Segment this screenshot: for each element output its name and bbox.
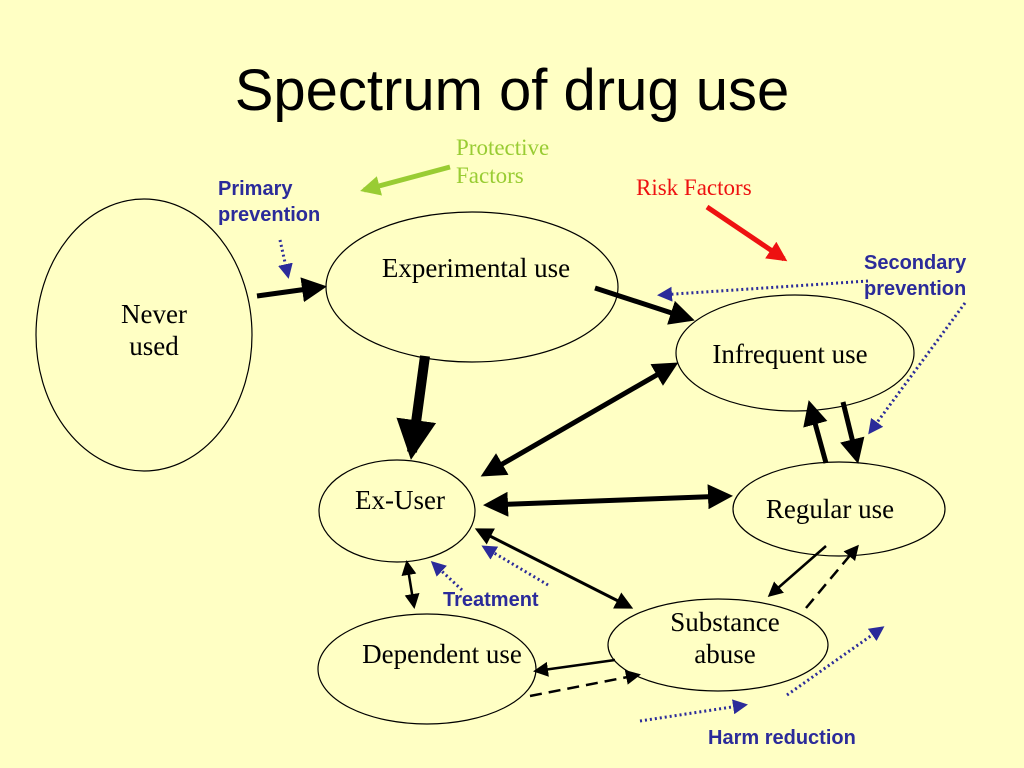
ex-user-label: Ex-User <box>355 485 445 515</box>
arrow-regular-to-infrequent <box>803 400 829 464</box>
arrow-experimental-to-exuser <box>396 355 437 460</box>
regular-use-node <box>732 461 946 557</box>
arrow-exuser-dependent <box>401 560 420 609</box>
arrow-substance-to-dependent <box>533 658 616 677</box>
ex-user-node <box>318 459 476 563</box>
substance-abuse-node <box>607 598 829 692</box>
experimental-use-label: Experimental use <box>381 253 571 283</box>
harm-reduction-label: Harm reduction <box>708 727 856 749</box>
treatment-label: Treatment <box>443 589 539 611</box>
substance-abuse-label: Substance abuse <box>670 607 780 670</box>
primary-prevention-arrow <box>278 239 293 279</box>
regular-use-label: Regular use <box>765 494 895 524</box>
protective-factors-arrow <box>360 164 451 196</box>
arrow-substance-to-regular-dashed <box>805 544 859 609</box>
arrow-exuser-infrequent <box>480 362 679 477</box>
arrow-regular-to-substance <box>767 545 827 597</box>
experimental-use-node <box>325 211 619 363</box>
infrequent-use-label: Infrequent use <box>712 339 868 369</box>
treatment-arrow-exuser <box>481 545 549 587</box>
slide-title: Spectrum of drug use <box>234 58 790 123</box>
arrow-exuser-substance <box>474 528 634 609</box>
risk-factors-label: Risk Factors <box>636 175 752 200</box>
arrow-never-to-experimental <box>256 277 327 303</box>
arrow-exuser-regular <box>483 484 733 517</box>
harm-reduction-arrow-bottom <box>639 699 748 723</box>
never-used-label: Never used <box>121 299 187 362</box>
protective-factors-label: Protective Factors <box>456 135 550 188</box>
treatment-arrow-dependent <box>430 560 464 592</box>
secondary-prevention-arrow-down <box>868 302 967 435</box>
dependent-use-label: Dependent use <box>362 639 522 669</box>
arrow-infrequent-to-regular <box>840 401 865 464</box>
infrequent-use-node <box>675 294 915 412</box>
arrow-experimental-to-infrequent <box>594 285 695 325</box>
secondary-prevention-label: Secondary prevention <box>864 252 967 300</box>
arrow-dependent-to-substance-dashed <box>529 669 641 698</box>
risk-factors-arrow <box>705 204 788 262</box>
secondary-prevention-arrow-left <box>657 279 869 302</box>
never-used-node <box>35 198 253 472</box>
harm-reduction-arrow-right <box>786 626 885 697</box>
primary-prevention-label: Primary prevention <box>218 178 321 226</box>
